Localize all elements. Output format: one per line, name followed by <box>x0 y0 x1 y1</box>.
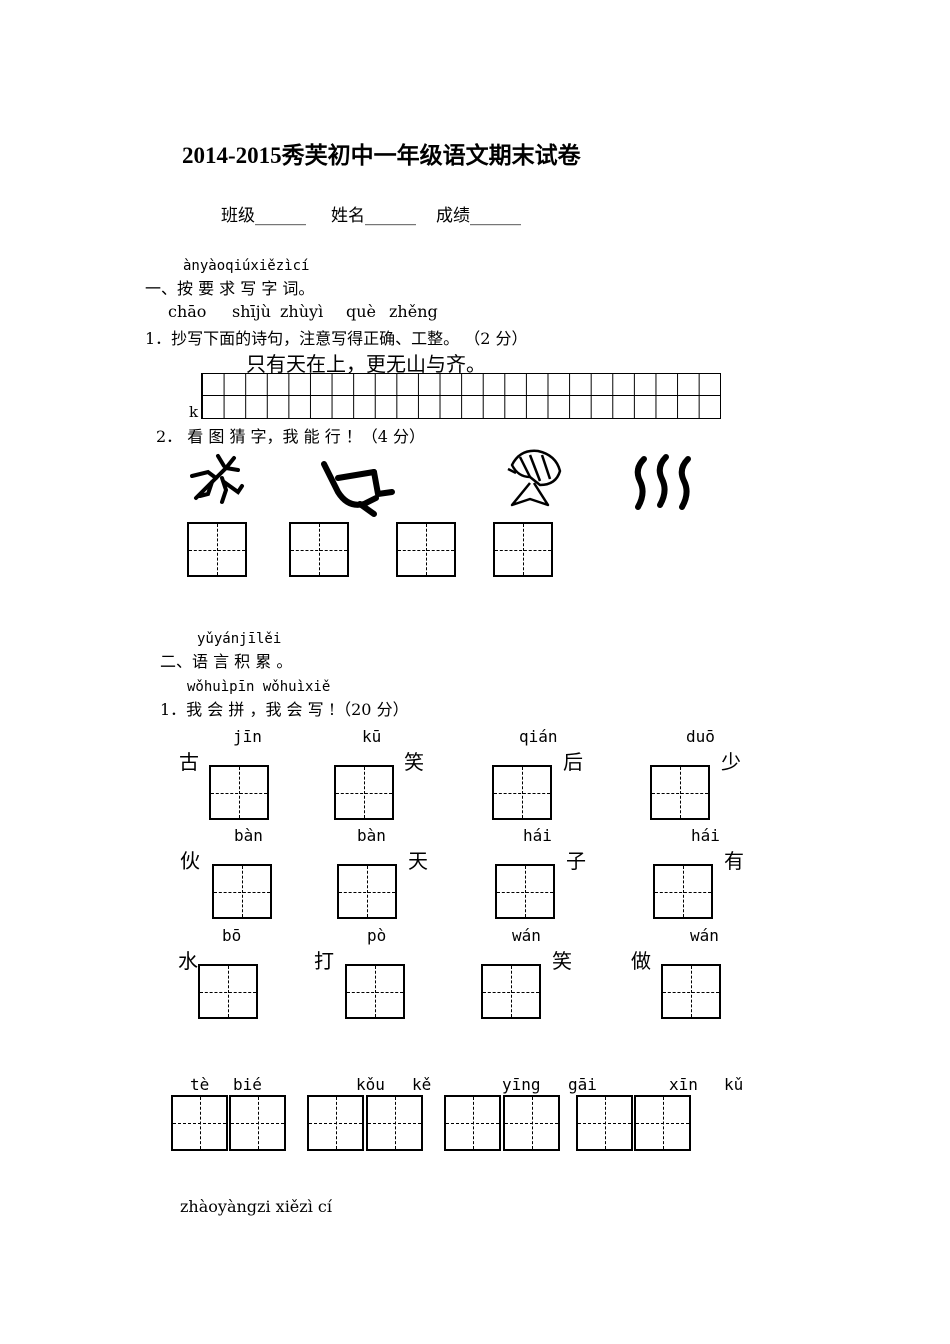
row4-box-5[interactable] <box>444 1095 501 1151</box>
row4-pinyin-3: kǒu <box>356 1075 385 1094</box>
page-title: 2014-2015秀芙初中一年级语文期末试卷 <box>182 143 581 168</box>
q1-instruction: 1．抄写下面的诗句，注意写得正确、工整。 （2 分） <box>145 329 528 348</box>
row3-char-3: 笑 <box>552 949 572 973</box>
q2-pinyin-k: k <box>189 403 199 421</box>
row1-pinyin-3: qián <box>519 727 558 746</box>
q1-pinyin-2: shījù <box>232 302 271 321</box>
row1-char-2: 笑 <box>404 750 424 774</box>
row2-pinyin-4: hái <box>691 826 720 845</box>
fish-pictograph-icon <box>507 449 562 507</box>
row4-box-6[interactable] <box>503 1095 560 1151</box>
section1-heading: 一、按 要 求 写 字 词。 <box>145 279 315 298</box>
row2-box-2[interactable] <box>337 864 397 919</box>
row1-char-3: 后 <box>563 750 583 774</box>
row2-char-4: 有 <box>724 849 744 873</box>
row3-char-2: 打 <box>314 949 334 973</box>
q2-s2-pinyin: zhàoyàngzi xiězì cí <box>180 1197 332 1216</box>
row3-pinyin-3: wán <box>512 926 541 945</box>
row3-box-1[interactable] <box>198 964 258 1019</box>
vessel-pictograph-icon <box>321 461 395 517</box>
pictograph-answer-box-3[interactable] <box>396 522 456 577</box>
class-field[interactable]: 班级______ <box>221 206 306 226</box>
pictograph-answer-box-1[interactable] <box>187 522 247 577</box>
row4-pinyin-1: tè <box>190 1075 210 1094</box>
water-pictograph-icon <box>634 454 691 510</box>
row2-box-4[interactable] <box>653 864 713 919</box>
row1-box-4[interactable] <box>650 765 710 820</box>
section2-heading: 二、语 言 积 累 。 <box>160 652 293 671</box>
section2-pinyin: yǔyánjīlěi <box>197 631 282 647</box>
row1-box-2[interactable] <box>334 765 394 820</box>
score-field[interactable]: 成绩______ <box>436 206 521 226</box>
row3-box-4[interactable] <box>661 964 721 1019</box>
row4-pinyin-8: kǔ <box>724 1075 744 1094</box>
row1-char-4: 少 <box>721 750 741 774</box>
poem-text: 只有天在上，更无山与齐。 <box>246 352 486 376</box>
row4-box-4[interactable] <box>366 1095 423 1151</box>
row2-char-1: 伙 <box>180 849 200 873</box>
row1-pinyin-1: jīn <box>233 727 262 746</box>
row1-box-3[interactable] <box>492 765 552 820</box>
row2-box-1[interactable] <box>212 864 272 919</box>
pictograph-answer-box-4[interactable] <box>493 522 553 577</box>
row4-pinyin-4: kě <box>412 1075 432 1094</box>
row2-char-3: 子 <box>566 849 586 873</box>
row4-box-7[interactable] <box>576 1095 633 1151</box>
q1-pinyin-1: chāo <box>168 302 207 321</box>
row4-pinyin-2: bié <box>233 1075 262 1094</box>
row4-box-3[interactable] <box>307 1095 364 1151</box>
row1-pinyin-2: kū <box>362 727 382 746</box>
row1-pinyin-4: duō <box>686 727 715 746</box>
row2-pinyin-1: bàn <box>234 826 263 845</box>
q1-pinyin-4: què <box>346 302 377 321</box>
row2-pinyin-3: hái <box>523 826 552 845</box>
row4-pinyin-5: yīng <box>502 1075 541 1094</box>
row2-box-3[interactable] <box>495 864 555 919</box>
q1-s2-pinyin: wǒhuìpīn wǒhuìxiě <box>187 679 331 695</box>
row3-box-2[interactable] <box>345 964 405 1019</box>
q1-pinyin-5: zhěng <box>389 302 438 321</box>
q2-instruction: 2． 看 图 猜 字，我 能 行 ！（4 分） <box>156 427 426 446</box>
row3-box-3[interactable] <box>481 964 541 1019</box>
row3-pinyin-4: wán <box>690 926 719 945</box>
row4-pinyin-7: xīn <box>669 1075 698 1094</box>
row1-char-1: 古 <box>179 750 199 774</box>
row3-char-4: 做 <box>631 949 651 973</box>
row2-pinyin-2: bàn <box>357 826 386 845</box>
q1-s2-instruction: 1．我 会 拼 ，我 会 写 !（20 分） <box>160 700 409 719</box>
section1-pinyin: ànyàoqiúxiězìcí <box>183 258 310 274</box>
pictograph-answer-box-2[interactable] <box>289 522 349 577</box>
row4-box-8[interactable] <box>634 1095 691 1151</box>
insect-pictograph-icon <box>190 454 244 504</box>
row3-pinyin-2: pò <box>367 926 387 945</box>
row4-box-1[interactable] <box>171 1095 228 1151</box>
row1-box-1[interactable] <box>209 765 269 820</box>
row4-box-2[interactable] <box>229 1095 286 1151</box>
row3-pinyin-1: bō <box>222 926 242 945</box>
row2-char-2: 天 <box>408 849 428 873</box>
writing-grid[interactable] <box>201 373 721 419</box>
q1-pinyin-3: zhùyì <box>280 302 324 321</box>
row4-pinyin-6: gāi <box>568 1075 597 1094</box>
name-field[interactable]: 姓名______ <box>331 206 416 226</box>
row3-char-1: 水 <box>178 949 198 973</box>
